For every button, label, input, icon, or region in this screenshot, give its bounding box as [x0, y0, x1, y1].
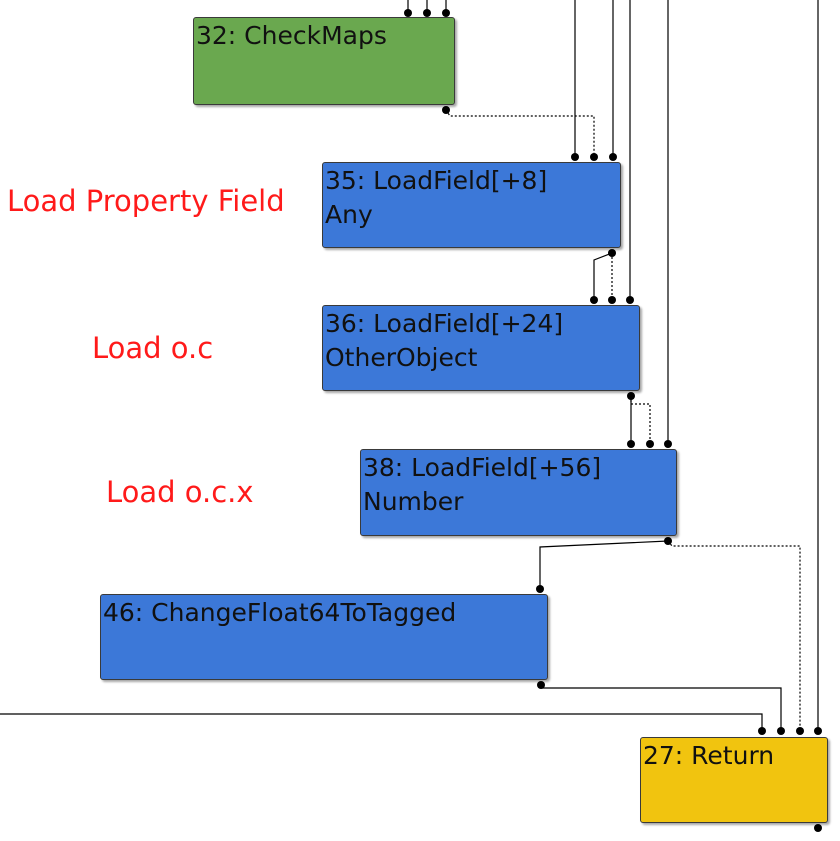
annotation-load-ocx: Load o.c.x — [106, 475, 254, 509]
edge-change-to-return — [540, 685, 782, 728]
node-title: 38: LoadField[+56] — [363, 453, 602, 482]
node-loadfield-8[interactable]: 35: LoadField[+8] Any — [322, 162, 621, 248]
port — [404, 9, 412, 17]
port — [442, 9, 450, 17]
node-title: 27: Return — [643, 741, 775, 770]
port — [442, 106, 450, 114]
edge-loadfield56-to-change — [539, 540, 669, 588]
effect-loadfield24-to-loadfield56 — [630, 396, 651, 443]
port — [646, 440, 654, 448]
port — [758, 727, 766, 735]
port — [423, 9, 431, 17]
annotation-load-property-field: Load Property Field — [7, 184, 285, 218]
node-loadfield-56[interactable]: 38: LoadField[+56] Number — [360, 449, 677, 536]
node-title: 32: CheckMaps — [196, 21, 387, 50]
port — [627, 392, 635, 400]
port — [664, 537, 672, 545]
node-title: 35: LoadField[+8] — [325, 166, 548, 195]
effect-loadfield56-to-return — [667, 540, 801, 728]
port — [626, 296, 634, 304]
port — [777, 727, 785, 735]
port — [536, 585, 544, 593]
port — [627, 440, 635, 448]
node-type: Number — [363, 487, 464, 516]
port — [608, 296, 616, 304]
edge-loadfield8-to-loadfield24-a — [593, 252, 613, 299]
node-type: OtherObject — [325, 343, 478, 372]
node-title: 46: ChangeFloat64ToTagged — [103, 598, 457, 627]
port — [796, 727, 804, 735]
port — [814, 727, 822, 735]
node-title: 36: LoadField[+24] — [325, 309, 564, 338]
port — [590, 296, 598, 304]
node-return[interactable]: 27: Return — [640, 737, 828, 823]
port — [590, 153, 598, 161]
annotation-load-oc: Load o.c — [92, 331, 214, 365]
node-type: Any — [325, 200, 373, 229]
edge-left-to-return — [0, 713, 763, 728]
node-checkmaps[interactable]: 32: CheckMaps — [193, 17, 455, 105]
port — [664, 440, 672, 448]
port — [609, 153, 617, 161]
node-loadfield-24[interactable]: 36: LoadField[+24] OtherObject — [322, 305, 640, 391]
port — [571, 153, 579, 161]
port — [608, 249, 616, 257]
node-change-float64-to-tagged[interactable]: 46: ChangeFloat64ToTagged — [100, 594, 548, 680]
effect-checkmaps-to-loadfield8 — [445, 109, 595, 156]
port — [537, 681, 545, 689]
port — [814, 824, 822, 832]
